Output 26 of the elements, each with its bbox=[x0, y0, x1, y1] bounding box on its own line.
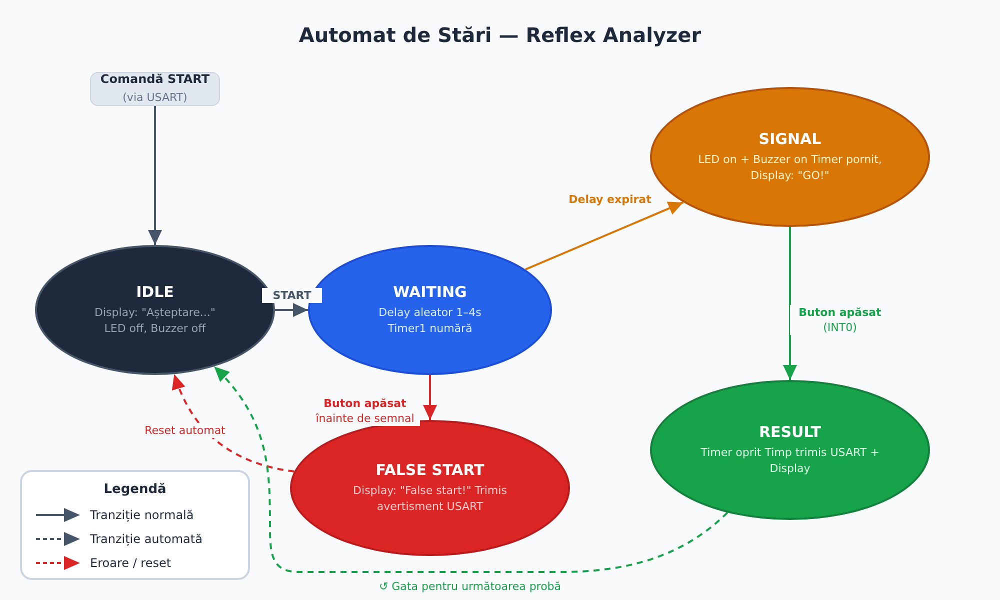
arrow bbox=[172, 374, 294, 472]
legend-title: Legendă bbox=[104, 481, 166, 499]
legend-text: Eroare / reset bbox=[90, 554, 172, 572]
state-title: FALSE START bbox=[376, 461, 484, 480]
arrow bbox=[783, 227, 797, 380]
legend-text: Tranziție normală bbox=[90, 506, 194, 524]
state-description: Display: "Așteptare..." LED off, Buzzer off bbox=[94, 304, 216, 337]
state-description: LED on + Buzzer on Timer pornit, Display: "GO!" bbox=[697, 152, 883, 184]
arrow bbox=[148, 106, 162, 245]
legend-text: Tranziție automată bbox=[90, 530, 202, 548]
arrow bbox=[423, 375, 437, 420]
diagram-title: Automat de Stări — Reflex Analyzer bbox=[298, 22, 702, 49]
edge-label: START bbox=[262, 288, 322, 303]
state-title: IDLE bbox=[136, 283, 174, 302]
state-title: SIGNAL bbox=[758, 130, 822, 149]
state-title: Comandă START bbox=[100, 72, 210, 87]
state-description: (via USART) bbox=[122, 90, 188, 106]
state-description: Display: "False start!" Trimis avertisment USART bbox=[352, 482, 508, 515]
arrow bbox=[213, 366, 728, 573]
arrow bbox=[524, 201, 684, 270]
state-description: Delay aleator 1–4s Timer1 numără bbox=[378, 304, 482, 337]
state-description: Timer oprit Timp trimis USART + Display bbox=[700, 444, 880, 477]
state-title: RESULT bbox=[758, 423, 822, 442]
arrow bbox=[275, 303, 308, 317]
state-title: WAITING bbox=[393, 283, 467, 302]
start-command-box bbox=[90, 72, 220, 106]
